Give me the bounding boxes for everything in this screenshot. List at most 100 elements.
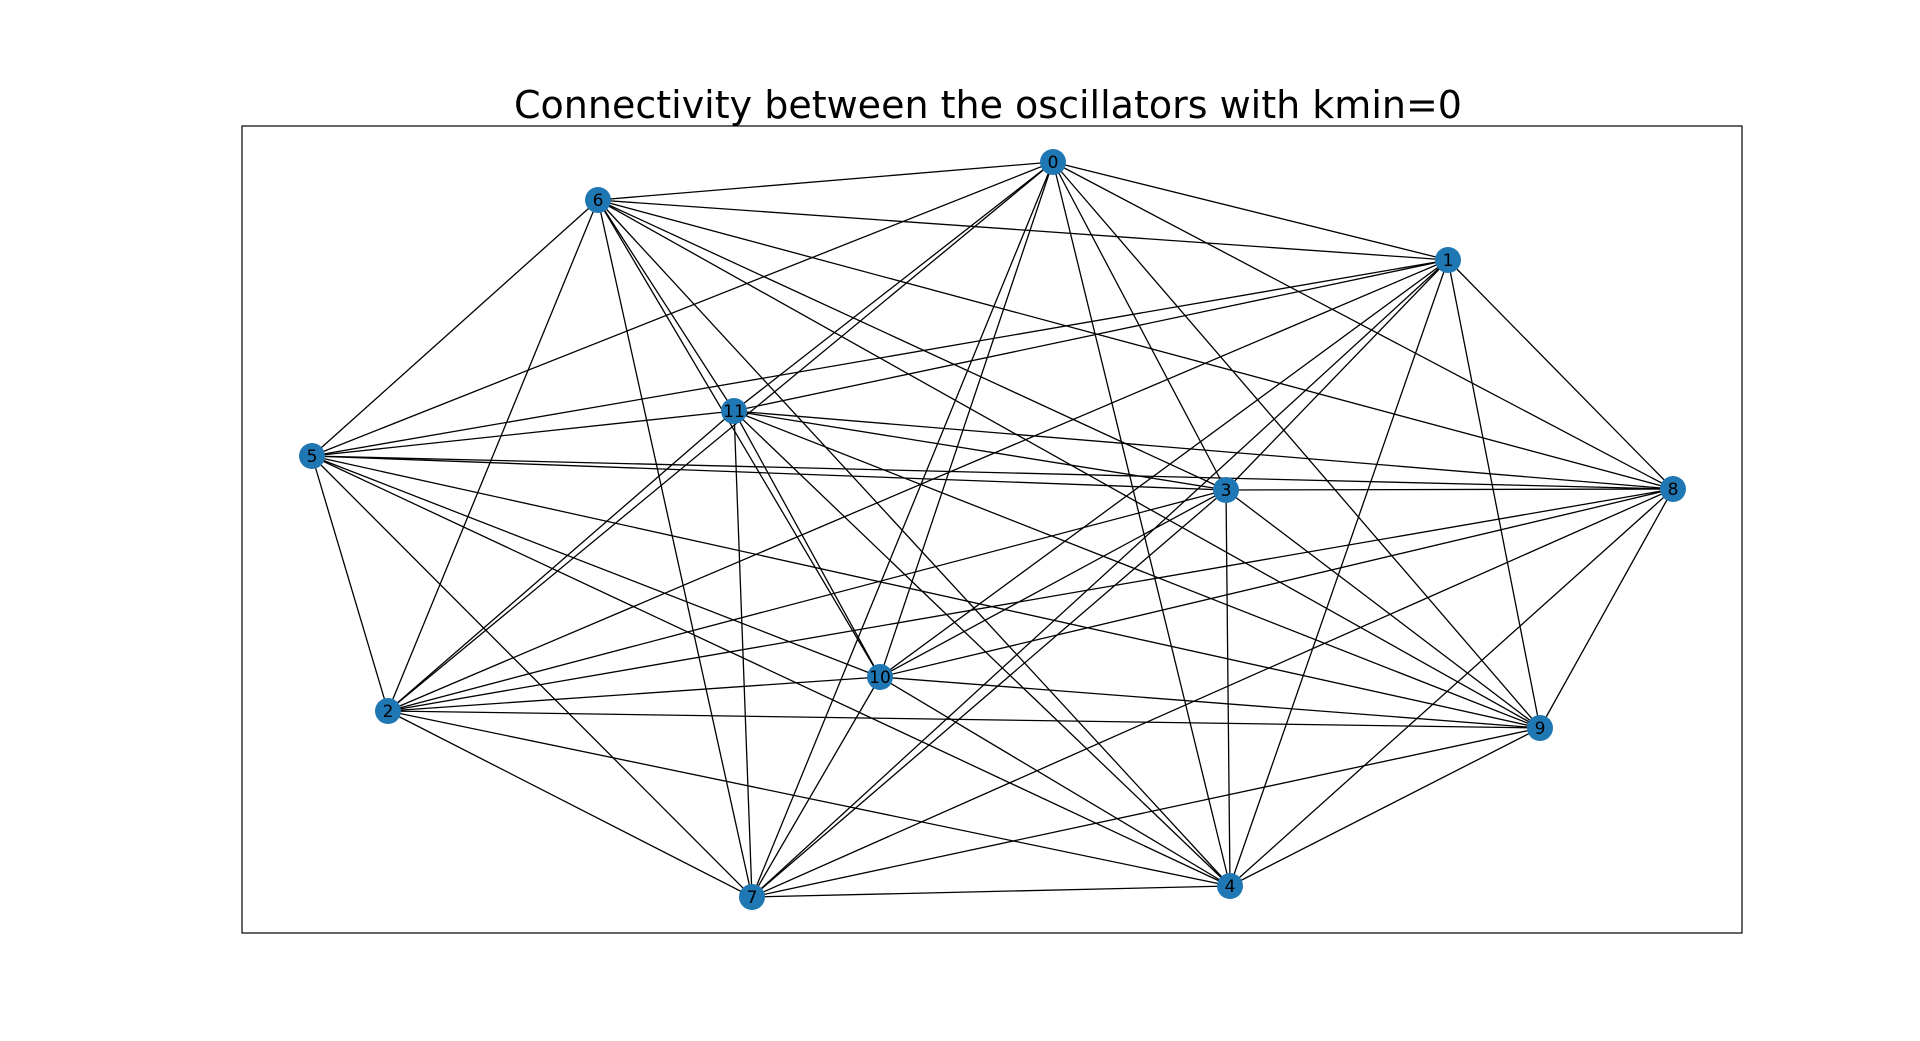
edge-1-8 <box>1447 259 1674 490</box>
node-5: 5 <box>299 443 325 469</box>
node-circle-8 <box>1660 476 1686 502</box>
node-circle-10 <box>867 664 893 690</box>
edge-6-8 <box>597 199 1674 490</box>
edge-7-9 <box>751 727 1541 898</box>
edge-layer <box>311 161 1674 898</box>
edge-8-2 <box>387 488 1674 712</box>
edge-1-11 <box>733 259 1449 412</box>
edge-1-7 <box>751 259 1449 898</box>
edge-0-3 <box>1052 161 1227 491</box>
edge-1-2 <box>387 259 1449 712</box>
node-label-11: 11 <box>723 402 745 422</box>
node-circle-3 <box>1213 477 1239 503</box>
edge-6-5 <box>311 199 599 457</box>
edge-11-7 <box>733 410 753 898</box>
node-circle-9 <box>1527 715 1553 741</box>
node-2: 2 <box>375 698 401 724</box>
node-8: 8 <box>1660 476 1686 502</box>
edge-1-10 <box>879 259 1449 678</box>
node-3: 3 <box>1213 477 1239 503</box>
edge-6-2 <box>387 199 599 712</box>
edge-0-8 <box>1052 161 1674 490</box>
edge-1-4 <box>1229 259 1449 887</box>
plot-frame <box>241 125 1743 934</box>
edge-11-3 <box>733 410 1227 491</box>
edge-0-7 <box>751 161 1054 898</box>
edge-3-9 <box>1225 489 1541 729</box>
edge-2-7 <box>387 710 753 898</box>
node-circle-4 <box>1217 873 1243 899</box>
node-layer: 0 1 2 3 4 5 6 7 8 9 10 11 <box>299 149 1686 910</box>
node-label-5: 5 <box>307 447 318 467</box>
node-label-2: 2 <box>383 702 394 722</box>
node-circle-1 <box>1435 247 1461 273</box>
edge-5-3 <box>311 455 1227 491</box>
edge-1-3 <box>1225 259 1449 491</box>
node-label-8: 8 <box>1668 480 1679 500</box>
edge-5-11 <box>311 410 735 457</box>
edge-0-5 <box>311 161 1054 457</box>
node-label-10: 10 <box>869 668 891 688</box>
node-label-6: 6 <box>593 191 604 211</box>
node-10: 10 <box>867 664 893 690</box>
edge-0-1 <box>1052 161 1449 261</box>
edge-11-10 <box>733 410 881 678</box>
node-circle-5 <box>299 443 325 469</box>
node-0: 0 <box>1040 149 1066 175</box>
edge-10-4 <box>879 676 1231 887</box>
edge-5-8 <box>311 455 1674 490</box>
node-1: 1 <box>1435 247 1461 273</box>
node-label-0: 0 <box>1048 153 1059 173</box>
edge-6-11 <box>597 199 735 412</box>
edge-0-2 <box>387 161 1054 712</box>
edge-5-9 <box>311 455 1541 729</box>
node-label-3: 3 <box>1221 481 1232 501</box>
edge-5-10 <box>311 455 881 678</box>
node-label-4: 4 <box>1225 877 1236 897</box>
edge-8-9 <box>1539 488 1674 729</box>
node-circle-6 <box>585 187 611 213</box>
node-label-7: 7 <box>747 888 758 908</box>
edge-3-4 <box>1225 489 1231 887</box>
node-label-9: 9 <box>1535 719 1546 739</box>
edge-11-4 <box>733 410 1231 887</box>
edge-6-10 <box>597 199 881 678</box>
node-circle-7 <box>739 884 765 910</box>
edge-0-11 <box>733 161 1054 412</box>
edge-11-9 <box>733 410 1541 729</box>
edge-3-7 <box>751 489 1227 898</box>
node-circle-0 <box>1040 149 1066 175</box>
edge-6-4 <box>597 199 1231 887</box>
edge-10-7 <box>751 676 881 898</box>
edge-8-4 <box>1229 488 1674 887</box>
edge-10-2 <box>387 676 881 712</box>
edge-0-4 <box>1052 161 1231 887</box>
edge-1-9 <box>1447 259 1541 729</box>
node-4: 4 <box>1217 873 1243 899</box>
edge-4-9 <box>1229 727 1541 887</box>
chart-title: Connectivity between the oscillators wit… <box>514 83 1462 127</box>
edge-6-3 <box>597 199 1227 491</box>
node-7: 7 <box>739 884 765 910</box>
edge-3-8 <box>1225 488 1674 491</box>
edge-0-10 <box>879 161 1054 678</box>
edge-5-4 <box>311 455 1231 887</box>
edge-5-7 <box>311 455 753 898</box>
edge-8-7 <box>751 488 1674 898</box>
node-circle-2 <box>375 698 401 724</box>
edge-3-10 <box>879 489 1227 678</box>
edge-1-6 <box>597 199 1449 261</box>
edge-10-9 <box>879 676 1541 729</box>
edge-2-4 <box>387 710 1231 887</box>
node-9: 9 <box>1527 715 1553 741</box>
edge-7-4 <box>751 885 1231 898</box>
edge-8-10 <box>879 488 1674 678</box>
edge-11-2 <box>387 410 735 712</box>
edge-3-2 <box>387 489 1227 712</box>
edge-6-9 <box>597 199 1541 729</box>
node-label-1: 1 <box>1443 251 1454 271</box>
node-circle-11 <box>721 398 747 424</box>
edge-0-6 <box>597 161 1054 201</box>
edge-11-8 <box>733 410 1674 490</box>
